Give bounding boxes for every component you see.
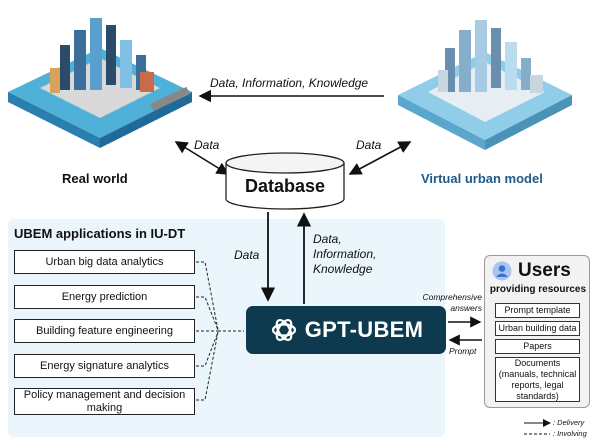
real-world-city-icon <box>8 18 192 148</box>
virtual-model-label: Virtual urban model <box>421 171 543 186</box>
user-icon <box>492 261 512 281</box>
gpt-ubem-box: GPT-UBEM <box>246 306 446 354</box>
resource-documents: Documents (manuals, technical reports, l… <box>495 357 580 402</box>
left-data-arrow <box>174 141 230 175</box>
app-policy-management: Policy management and decision making <box>14 388 195 415</box>
right-data-label: Data <box>356 138 382 152</box>
panel-title: UBEM applications in IU-DT <box>14 226 186 241</box>
database-cylinder-icon <box>225 152 345 210</box>
app-energy-signature: Energy signature analytics <box>14 354 195 378</box>
right-data-arrow <box>348 141 412 175</box>
openai-logo-icon <box>271 318 296 342</box>
real-world-label: Real world <box>62 171 128 186</box>
top-arrow-label: Data, Information, Knowledge <box>210 76 369 90</box>
gpt-ubem-label: GPT-UBEM <box>304 317 424 342</box>
answers-label: Comprehensive answers <box>422 292 482 313</box>
prompt-label: Prompt <box>449 346 477 356</box>
resource-prompt-template: Prompt template <box>495 303 580 318</box>
up-arrow-label: Data, Information, Knowledge <box>313 232 377 276</box>
users-subtitle: providing resources <box>489 284 587 295</box>
app-urban-big-data: Urban big data analytics <box>14 250 195 274</box>
resource-urban-building-data: Urban building data <box>495 321 580 336</box>
involving-lines <box>196 261 244 401</box>
virtual-city-icon <box>398 20 572 150</box>
legend-involving: : Involving <box>553 429 587 438</box>
database-label: Database <box>244 176 326 196</box>
app-energy-prediction: Energy prediction <box>14 285 195 309</box>
legend-delivery: : Delivery <box>553 418 585 427</box>
down-arrow-label: Data <box>234 248 260 262</box>
users-title: Users <box>518 260 571 281</box>
app-building-feature: Building feature engineering <box>14 319 195 343</box>
resource-papers: Papers <box>495 339 580 354</box>
left-data-label: Data <box>194 138 220 152</box>
